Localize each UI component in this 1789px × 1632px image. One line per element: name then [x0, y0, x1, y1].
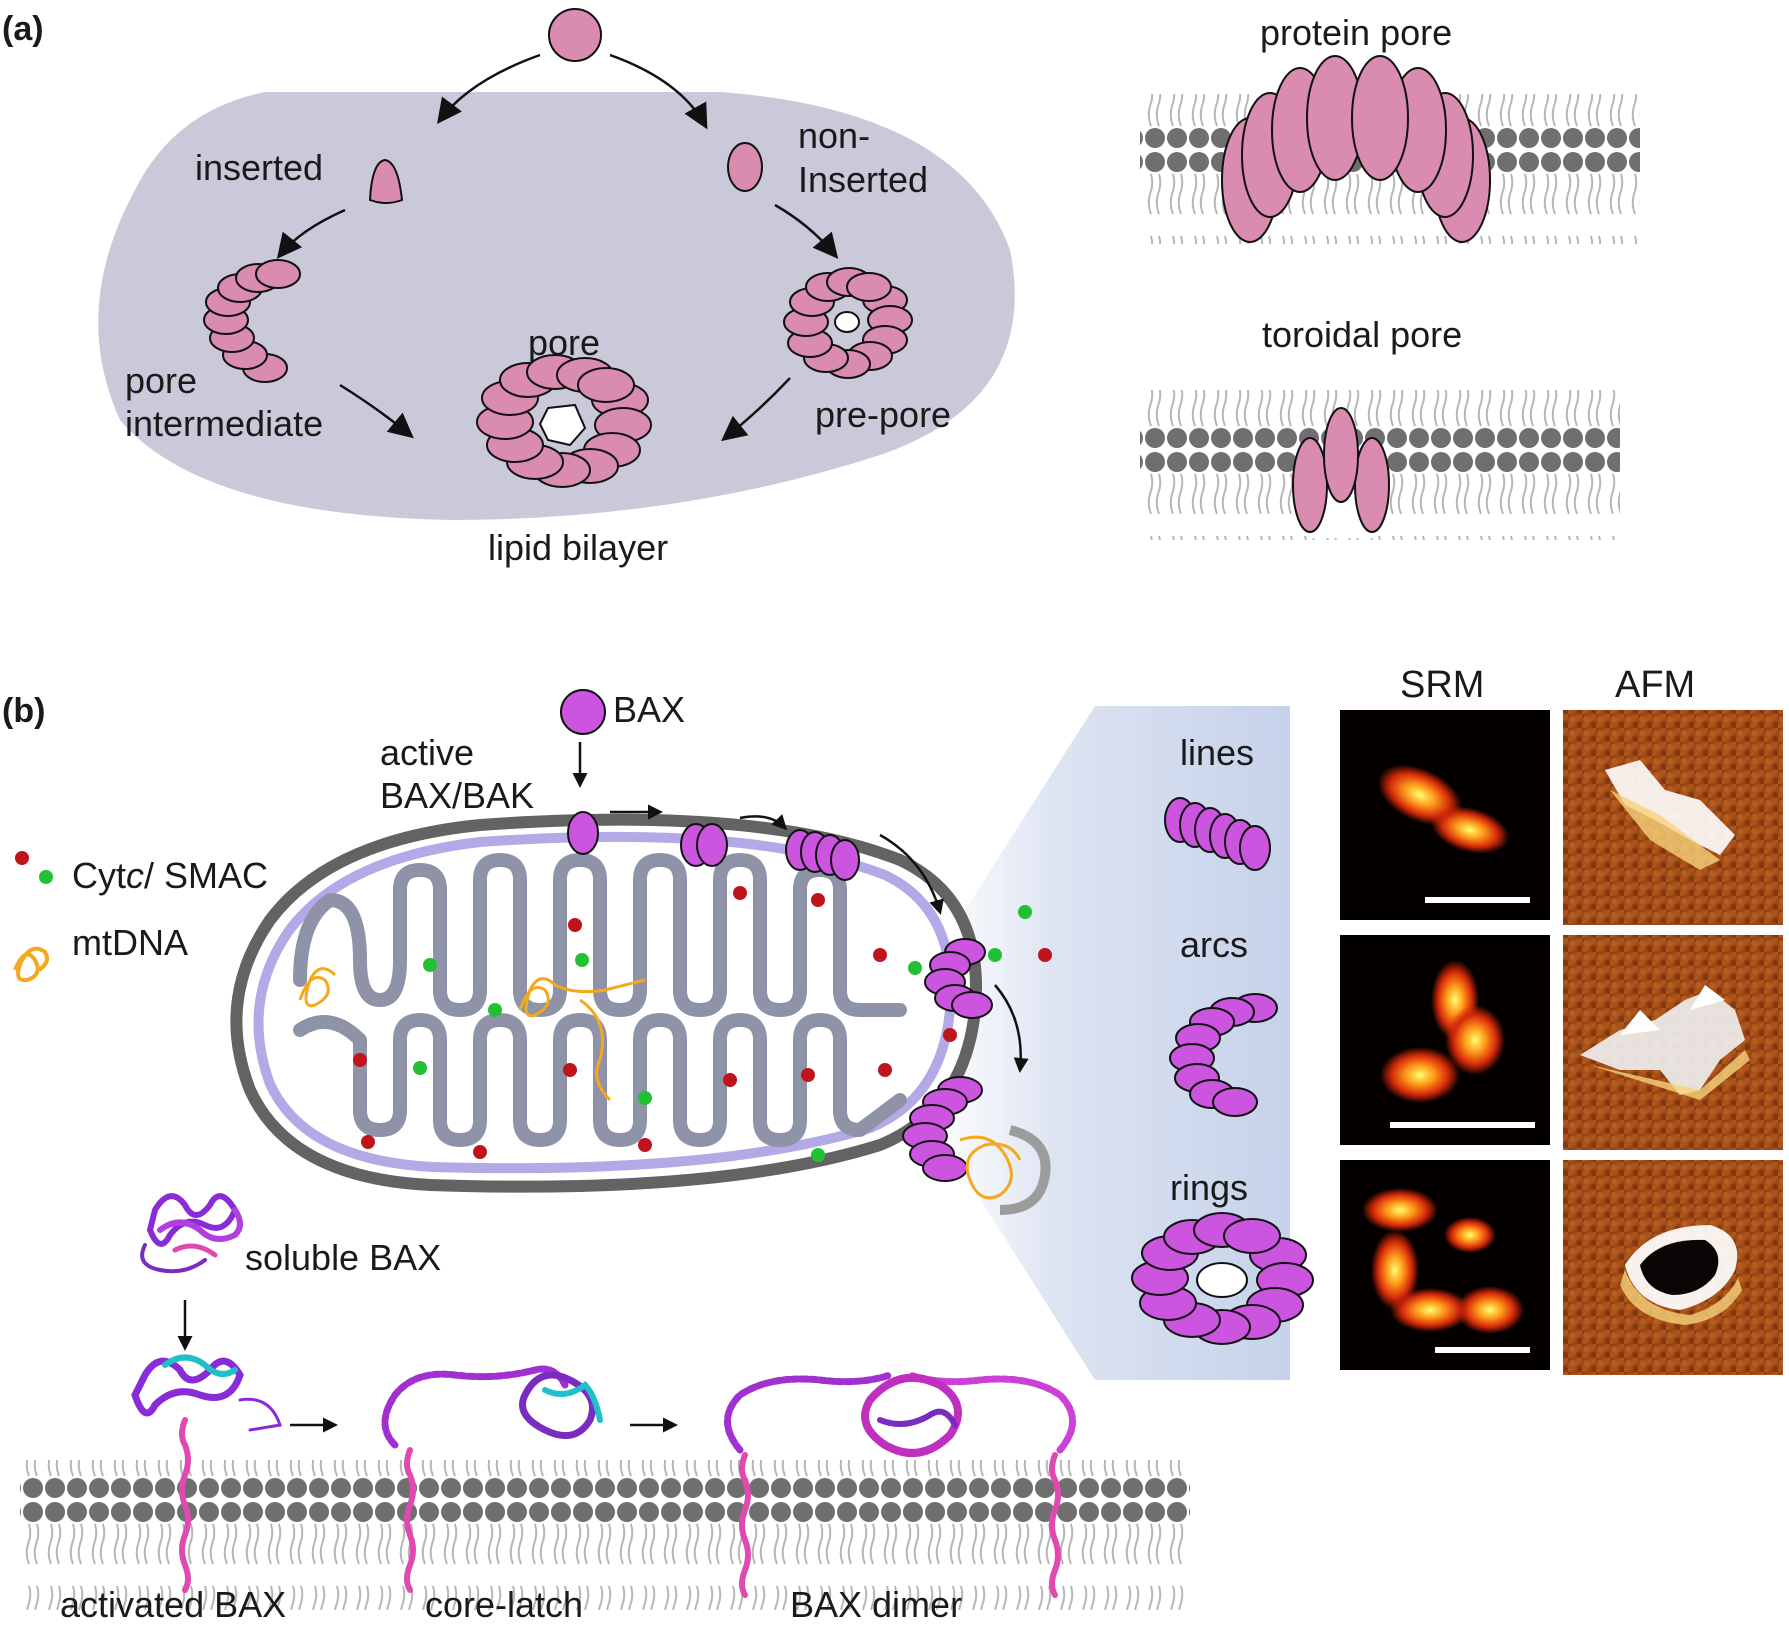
rings-shape [1131, 1212, 1314, 1345]
arrow-inserted-to-intermediate [276, 208, 346, 259]
arrow-noninserted-to-prepore [774, 203, 839, 259]
pore-outline [999, 1125, 1051, 1215]
pore-intermediate-arc [203, 259, 301, 383]
mtdna-legend-icon [13, 946, 49, 983]
arrow-to-noninserted [609, 53, 708, 130]
bax-dimer-structure [724, 1371, 1076, 1598]
arcs-shape [1169, 993, 1278, 1117]
mtdna-inside-1 [298, 967, 337, 1008]
mitochondrion [230, 813, 1052, 1193]
srm-image-arcs [1340, 935, 1550, 1145]
toroidal-pore-proteins [1292, 407, 1390, 533]
label-pre-pore: pre-pore [815, 394, 951, 435]
label-soluble-bax: soluble BAX [245, 1237, 441, 1278]
label-pore-int-1: pore [125, 360, 197, 401]
afm-image-rings [1563, 1160, 1783, 1375]
srm-image-lines [1340, 710, 1550, 920]
smac-dot [39, 870, 53, 884]
afm-image-arcs [1563, 935, 1783, 1150]
bax-on-membrane [567, 811, 993, 1182]
label-lipid-bilayer: lipid bilayer [488, 527, 668, 568]
lines-shape [1164, 797, 1271, 871]
core-latch-structure [381, 1365, 603, 1593]
label-pore-int-2: intermediate [125, 403, 323, 444]
arrow-bax-2 [739, 814, 788, 831]
cytc-dots [353, 886, 1052, 1159]
label-cytc: Cytc/ SMAC [72, 855, 268, 896]
label-afm: AFM [1615, 664, 1695, 706]
label-protein-pore: protein pore [1260, 12, 1452, 53]
label-core-latch: core-latch [425, 1584, 583, 1625]
soluble-monomer [548, 8, 602, 62]
label-bax: BAX [613, 689, 685, 730]
label-lines: lines [1180, 732, 1254, 773]
smac-dots [413, 905, 1032, 1162]
label-srm: SRM [1400, 664, 1484, 706]
membrane-region [98, 92, 1015, 520]
mtdna-inside-2 [518, 977, 646, 1018]
arrow-to-inserted [436, 53, 541, 124]
prepore-ring [783, 267, 913, 379]
noninserted-monomer [727, 142, 763, 192]
label-activated-bax: activated BAX [60, 1584, 286, 1625]
arrow-intermediate-to-pore [339, 383, 414, 439]
label-toroidal-pore: toroidal pore [1262, 314, 1462, 355]
label-arcs: arcs [1180, 924, 1248, 965]
inserted-monomer [368, 158, 404, 204]
activated-bax-structure [131, 1354, 282, 1593]
panel-a-tag: (a) [2, 10, 44, 48]
label-bax-dimer: BAX dimer [790, 1584, 962, 1625]
soluble-bax-structure [140, 1193, 243, 1274]
label-active: active [380, 732, 474, 773]
label-rings: rings [1170, 1167, 1248, 1208]
cristae [293, 853, 907, 1017]
panel-b-tag: (b) [2, 692, 45, 730]
label-non: non- [798, 115, 870, 156]
bax-legend-dot [560, 689, 606, 735]
bottom-bilayer [20, 1460, 1190, 1610]
afm-image-lines [1563, 710, 1783, 925]
arrow-bax-3 [879, 833, 944, 915]
protein-pore-proteins [1221, 55, 1491, 243]
mtdna-inside-3 [579, 998, 612, 1102]
label-inserted-2: Inserted [798, 159, 928, 200]
srm-image-rings [1340, 1160, 1550, 1370]
arrow-bax-4 [994, 984, 1029, 1073]
label-mtdna: mtDNA [72, 922, 188, 963]
pore-ring [476, 354, 652, 488]
mtdna-escaping [959, 1135, 1022, 1200]
arrow-prepore-to-pore [721, 377, 791, 442]
label-bax-bak: BAX/BAK [380, 775, 534, 816]
cytc-dot [15, 851, 29, 865]
label-inserted: inserted [195, 147, 323, 188]
